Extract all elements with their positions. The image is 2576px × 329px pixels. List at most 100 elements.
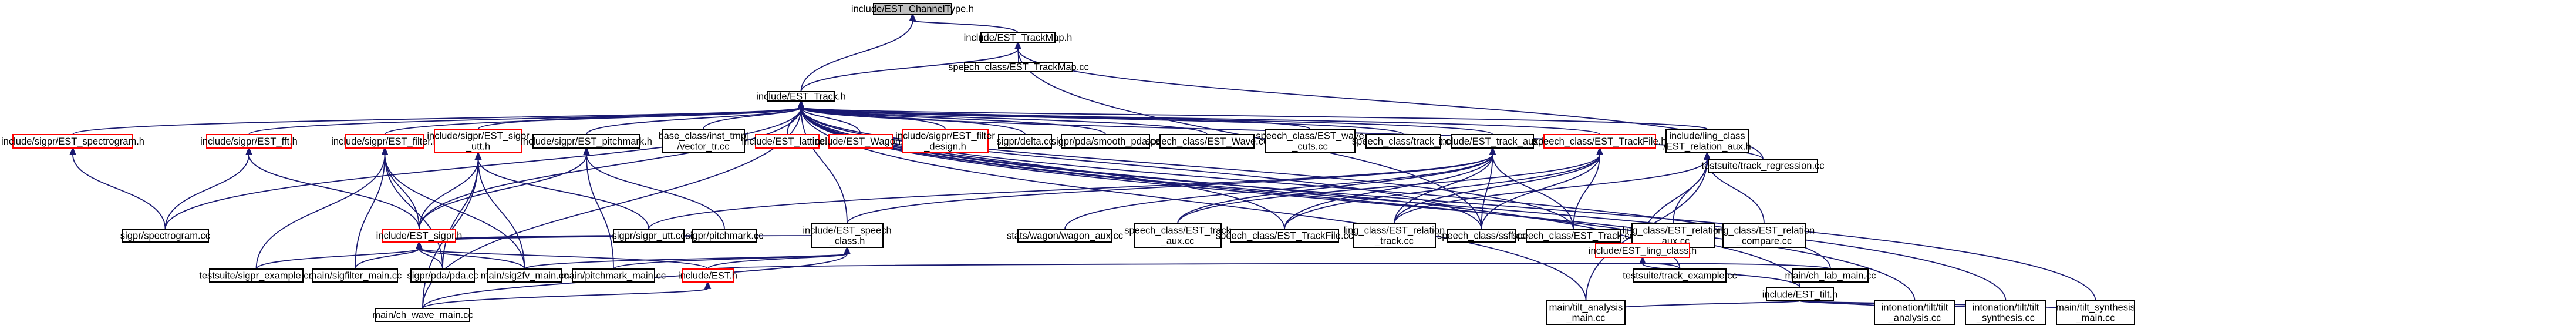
edge-line <box>1492 154 1574 230</box>
file-node-ling-class-est-relation-track-cc[interactable]: ling_class/EST_relation_track.cc <box>1344 223 1445 248</box>
node-label: include/sigpr/EST_filter <box>895 131 995 142</box>
file-node-sigpr-sigpr-utt-cc[interactable]: sigpr/sigpr_utt.cc <box>612 229 686 243</box>
node-box <box>964 62 1073 72</box>
node-box <box>998 134 1052 149</box>
file-node-stats-wagon-wagon-aux-cc[interactable]: stats/wagon/wagon_aux.cc <box>1007 229 1123 243</box>
file-node-main-tilt-analysis-main-cc[interactable]: main/tilt_analysis_main.cc <box>1546 300 1626 325</box>
edge-n23-n41 <box>416 240 709 270</box>
file-node-include-est-channeltype-h[interactable]: include/EST_ChannelType.h <box>851 3 974 15</box>
file-node-speech-class-est-trackmap-cc[interactable]: speech_class/EST_TrackMap.cc <box>948 62 1089 73</box>
file-node-sigpr-spectrogram-cc[interactable]: sigpr/spectrogram.cc <box>120 229 210 243</box>
file-node-speech-class-est-trackfile-cc[interactable]: speech_class/EST_TrackFile.cc <box>1216 229 1353 243</box>
node-label: include/EST_Track.h <box>756 92 846 102</box>
edge-n7-n6 <box>164 146 252 230</box>
file-node-include-est-ling-class-h[interactable]: include/EST_ling_class.h <box>1589 243 1697 258</box>
node-label: include/EST_speech <box>803 226 891 236</box>
edge-line <box>384 107 802 135</box>
file-node-intonation-tilt-tilt-synthesis-cc[interactable]: intonation/tilt/tilt_synthesis.cc <box>1965 300 2046 325</box>
file-node-include-sigpr-est-sigpr-utt-h[interactable]: include/sigpr/EST_sigpr_utt.h <box>427 129 530 153</box>
file-node-include-est-track-aux-h[interactable]: include/EST_track_aux.h <box>1439 134 1546 149</box>
edge-n10-n25 <box>583 146 725 230</box>
edge-n3-n42 <box>797 99 1681 270</box>
node-box <box>811 223 884 248</box>
file-node-main-pitchmark-main-cc[interactable]: main/pitchmark_main.cc <box>561 268 666 283</box>
file-node-include-est-wagon-h[interactable]: include/EST_Wagon.h <box>812 134 909 149</box>
file-node-include-est-lattice-h[interactable]: include/EST_lattice.h <box>741 134 833 149</box>
node-label: sigpr/delta.cc <box>996 136 1053 147</box>
node-label: include/EST.h <box>678 271 737 281</box>
node-box <box>206 134 292 149</box>
edge-n3-n6 <box>164 99 805 230</box>
file-nodes: include/EST_ChannelType.h include/EST_Tra… <box>1 3 2135 325</box>
file-node-main-sig2fv-main-cc[interactable]: main/sig2fv_main.cc <box>481 268 568 283</box>
node-box <box>1874 300 1955 325</box>
edge-line <box>800 48 1019 92</box>
file-node-speech-class-est-wave-cuts-cc[interactable]: speech_class/EST_wave_cuts.cc <box>1256 129 1364 153</box>
node-box <box>692 229 757 243</box>
node-label: _main.cc <box>1566 313 1605 324</box>
file-node-sigpr-pda-pda-cc[interactable]: sigpr/pda/pda.cc <box>407 268 478 283</box>
file-node-include-est-track-h[interactable]: include/EST_Track.h <box>756 91 846 102</box>
edge-n23-n36 <box>255 240 423 270</box>
node-label: testsuite/track_regression.cc <box>1701 161 1824 172</box>
node-box <box>209 268 304 283</box>
node-label: stats/wagon/wagon_aux.cc <box>1007 231 1123 241</box>
node-label: speech_class/EST_TrackFile.cc <box>1216 231 1353 241</box>
node-box <box>662 129 745 153</box>
node-box <box>345 134 424 149</box>
file-node-sigpr-pda-smooth-pda-cc[interactable]: sigpr/pda/smooth_pda.cc <box>1051 134 1159 149</box>
edge-arrowhead <box>1639 256 1646 264</box>
file-node-main-sigfilter-main-cc[interactable]: main/sigfilter_main.cc <box>309 268 402 283</box>
file-node-sigpr-delta-cc[interactable]: sigpr/delta.cc <box>996 134 1054 149</box>
file-node-speech-class-track-t-cc[interactable]: speech_class/track_t.cc <box>1352 134 1455 149</box>
file-node-include-est-h[interactable]: include/EST.h <box>678 268 737 283</box>
file-node-include-sigpr-est-pitchmark-h[interactable]: include/sigpr/EST_pitchmark.h <box>521 134 652 149</box>
file-node-include-ling-class-est-relation-aux-h[interactable]: include/ling_class/EST_relation_aux.h <box>1663 129 1751 153</box>
file-node-testsuite-track-regression-cc[interactable]: testsuite/track_regression.cc <box>1701 159 1825 173</box>
file-node-testsuite-sigpr-example-cc[interactable]: testsuite/sigpr_example.cc <box>199 268 313 283</box>
node-label: main/sig2fv_main.cc <box>481 271 568 281</box>
node-label: main/tilt_analysis <box>1549 303 1623 313</box>
edge-line <box>72 154 166 230</box>
file-node-include-sigpr-est-fft-h[interactable]: include/sigpr/EST_fft.h <box>200 134 298 149</box>
file-node-testsuite-track-example-cc[interactable]: testsuite/track_example.cc <box>1623 268 1737 283</box>
file-node-speech-class-est-wave-cc[interactable]: speech_class/EST_Wave.cc <box>1146 134 1268 149</box>
file-node-speech-class-est-trackfile-h[interactable]: speech_class/EST_TrackFile.h <box>1533 134 1667 149</box>
edge-line <box>419 248 443 270</box>
edge-line <box>800 107 1600 135</box>
edge-line <box>847 154 1493 224</box>
node-box <box>1061 134 1150 149</box>
file-node-speech-class-est-track-cc[interactable]: speech_class/EST_Track.cc <box>1512 229 1634 243</box>
edge-line <box>419 248 709 270</box>
node-box <box>1451 134 1534 149</box>
file-node-main-ch-wave-main-cc[interactable]: main/ch_wave_main.cc <box>372 308 473 322</box>
edge-line <box>384 154 525 270</box>
file-node-speech-class-est-track-aux-cc[interactable]: speech_class/EST_track_aux.cc <box>1124 223 1232 248</box>
edge-line <box>1394 159 1708 224</box>
node-box <box>1447 229 1516 243</box>
file-node-intonation-tilt-tilt-analysis-cc[interactable]: intonation/tilt/tilt_analysis.cc <box>1874 300 1955 325</box>
edge-line <box>1394 154 1493 224</box>
edge-n21-n30 <box>1394 146 1603 224</box>
file-node-main-tilt-synthesis-main-cc[interactable]: main/tilt_synthesis_main.cc <box>2056 300 2135 325</box>
file-node-base-class-inst-tmpl-vector-tr-cc[interactable]: base_class/inst_tmpl/vector_tr.cc <box>658 129 748 153</box>
node-box <box>375 308 470 322</box>
file-node-include-sigpr-est-filter-design-h[interactable]: include/sigpr/EST_filter_design.h <box>895 129 995 153</box>
file-node-speech-class-ssff-cc[interactable]: speech_class/ssff.cc <box>1437 229 1526 243</box>
file-node-ling-class-est-relation-compare-cc[interactable]: ling_class/EST_relation_compare.cc <box>1714 223 1815 248</box>
node-box <box>1134 223 1222 248</box>
file-node-include-est-sigpr-h[interactable]: include/EST_sigpr.h <box>376 229 463 243</box>
file-node-include-est-tilt-h[interactable]: include/EST_tilt.h <box>1762 287 1837 301</box>
edge-arrowhead <box>704 280 712 289</box>
node-box <box>980 32 1056 43</box>
file-node-sigpr-pitchmark-cc[interactable]: sigpr/pitchmark.cc <box>686 229 764 243</box>
node-label: _synthesis.cc <box>1976 313 2035 324</box>
file-node-include-sigpr-est-filter-h[interactable]: include/sigpr/EST_filter.h <box>331 134 439 149</box>
file-node-include-est-trackmap-h[interactable]: include/EST_TrackMap.h <box>964 32 1073 43</box>
file-node-main-ch-lab-main-cc[interactable]: main/ch_lab_main.cc <box>1785 268 1876 283</box>
file-node-include-sigpr-est-spectrogram-h[interactable]: include/sigpr/EST_spectrogram.h <box>1 134 144 149</box>
file-node-include-est-speech-class-h[interactable]: include/EST_speech_class.h <box>803 223 892 248</box>
edge-n35-n41 <box>707 256 1646 270</box>
node-label: intonation/tilt/tilt <box>1973 303 2039 313</box>
node-box <box>1595 243 1690 258</box>
